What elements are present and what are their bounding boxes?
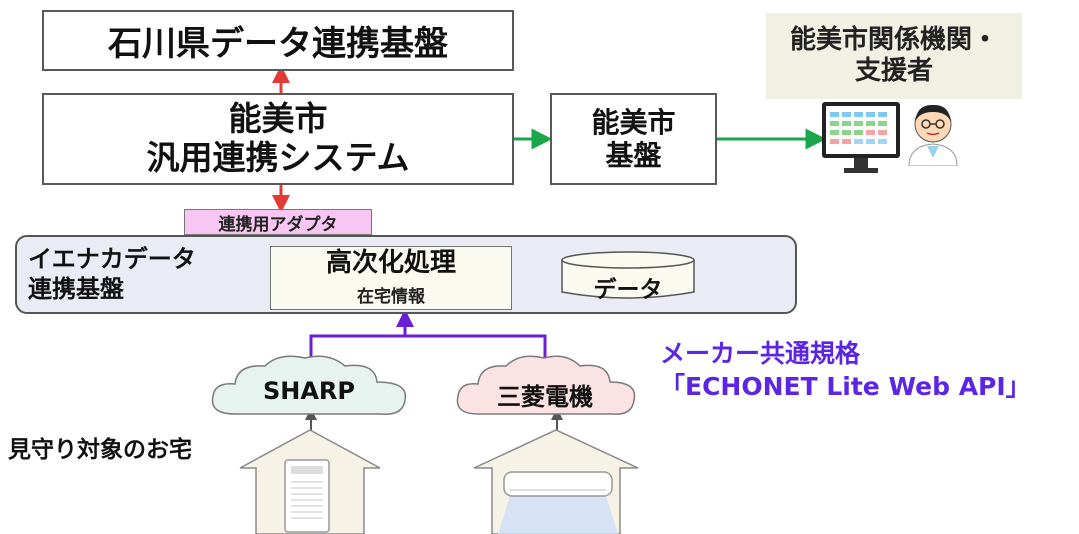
air-conditioner-icon <box>498 471 618 534</box>
advanced-processing-subtitle: 在宅情報 <box>357 286 425 307</box>
linkage-adapter-label: 連携用アダプタ <box>218 214 338 235</box>
nomi-base-box: 能美市 基盤 <box>550 93 717 185</box>
nomi-base-label: 能美市 基盤 <box>591 105 676 172</box>
monitor-icon <box>822 102 900 173</box>
common-standard-label: メーカー共通規格 「ECHONET Lite Web API」 <box>660 339 1031 401</box>
nomi-linkage-system-box: 能美市 汎用連携システム <box>42 93 514 185</box>
database-cylinder-icon <box>561 251 695 299</box>
linkage-adapter-tab: 連携用アダプタ <box>184 209 372 235</box>
stakeholders-panel: 能美市関係機関・ 支援者 <box>766 13 1022 99</box>
cloud-sharp-label: SHARP <box>262 377 355 405</box>
advanced-processing-box: 高次化処理 在宅情報 <box>270 246 512 310</box>
ienaka-data-platform-label: イエナカデータ 連携基盤 <box>28 245 196 303</box>
ishikawa-data-platform-label: 石川県データ連携基盤 <box>108 24 448 64</box>
homes-label: 見守り対象のお宅 <box>8 437 192 463</box>
ishikawa-data-platform-box: 石川県データ連携基盤 <box>42 10 514 71</box>
cloud-icon <box>456 355 636 415</box>
data-store-label: データ <box>593 277 663 303</box>
advanced-processing-title: 高次化処理 <box>325 248 456 279</box>
cloud-icon <box>211 355 407 415</box>
purple-connector <box>309 334 547 368</box>
cloud-mitsubishi-label: 三菱電機 <box>497 383 593 411</box>
air-purifier-icon <box>284 459 330 533</box>
nomi-linkage-system-label: 能美市 汎用連携システム <box>146 99 410 177</box>
stakeholders-label: 能美市関係機関・ 支援者 <box>789 25 998 86</box>
doctor-icon <box>908 104 958 166</box>
